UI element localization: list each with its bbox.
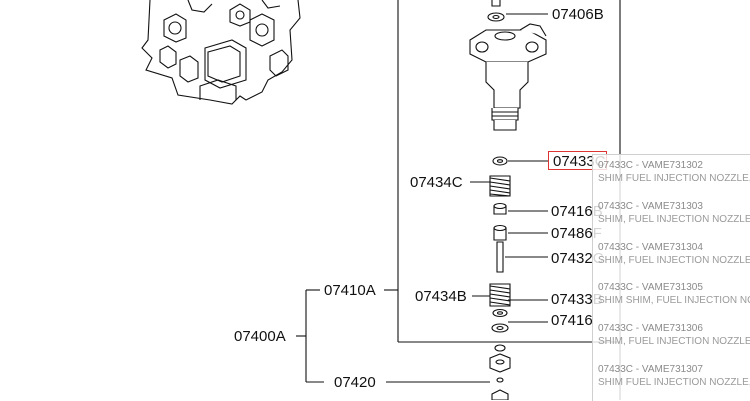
shim-07433B (492, 299, 548, 318)
popup-item-desc: SHIM, FUEL INJECTION NOZZLE, T (598, 336, 750, 347)
washer-07406B (487, 0, 548, 22)
popup-item-code: 07433C - VAME731303 (598, 201, 703, 212)
washer-07416 (491, 321, 548, 333)
label-07434C[interactable]: 07434C (410, 174, 463, 191)
spring-07434B (472, 283, 511, 307)
shim-07433C (492, 156, 548, 166)
popup-item[interactable]: 07433C - VAME731306 SHIM, FUEL INJECTION… (598, 322, 750, 348)
needle-07486F (493, 224, 548, 241)
cylinder-head-drawing (141, 0, 301, 105)
retainer-07416B (493, 202, 548, 215)
popup-item[interactable]: 07433C - VAME731304 SHIM, FUEL INJECTION… (598, 241, 750, 267)
pin-07432C (496, 241, 548, 273)
popup-item[interactable]: 07433C - VAME731307 SHIM FUEL INJECTION … (598, 363, 750, 389)
popup-item-desc: SHIM SHIM, FUEL INJECTION NOZZ (598, 295, 750, 306)
popup-item-desc: SHIM FUEL INJECTION NOZZLE, T (598, 173, 750, 184)
part-lookup-popup: 07433C - VAME731302 SHIM FUEL INJECTION … (592, 154, 750, 401)
injector-body (469, 23, 547, 131)
label-07433B[interactable]: 07433B (551, 291, 603, 308)
label-07416B[interactable]: 07416B (551, 203, 603, 220)
popup-item-code: 07433C - VAME731302 (598, 160, 703, 171)
popup-item-code: 07433C - VAME731304 (598, 242, 703, 253)
popup-item[interactable]: 07433C - VAME731302 SHIM FUEL INJECTION … (598, 159, 750, 185)
label-07400A[interactable]: 07400A (234, 328, 286, 345)
popup-item-desc: SHIM, FUEL INJECTION NOZZLE, T (598, 255, 750, 266)
label-07432C[interactable]: 07432C (551, 250, 604, 267)
popup-item-code: 07433C - VAME731307 (598, 364, 703, 375)
popup-item-code: 07433C - VAME731305 (598, 282, 703, 293)
nozzle-assembly-07420 (489, 344, 511, 400)
popup-item[interactable]: 07433C - VAME731305 SHIM SHIM, FUEL INJE… (598, 281, 750, 307)
popup-item-desc: SHIM, FUEL INJECTION NOZZLE, T (598, 214, 750, 225)
label-07486F[interactable]: 07486F (551, 225, 602, 242)
assembly-bracket-lines (296, 0, 621, 400)
label-07410A[interactable]: 07410A (324, 282, 376, 299)
label-07416[interactable]: 07416 (551, 312, 593, 329)
label-07434B[interactable]: 07434B (415, 288, 467, 305)
spring-07434C (470, 175, 511, 197)
popup-item-desc: SHIM FUEL INJECTION NOZZLE, T (598, 377, 750, 388)
label-07420[interactable]: 07420 (334, 374, 376, 391)
label-07406B[interactable]: 07406B (552, 6, 604, 23)
popup-item[interactable]: 07433C - VAME731303 SHIM, FUEL INJECTION… (598, 200, 750, 226)
popup-item-code: 07433C - VAME731306 (598, 323, 703, 334)
